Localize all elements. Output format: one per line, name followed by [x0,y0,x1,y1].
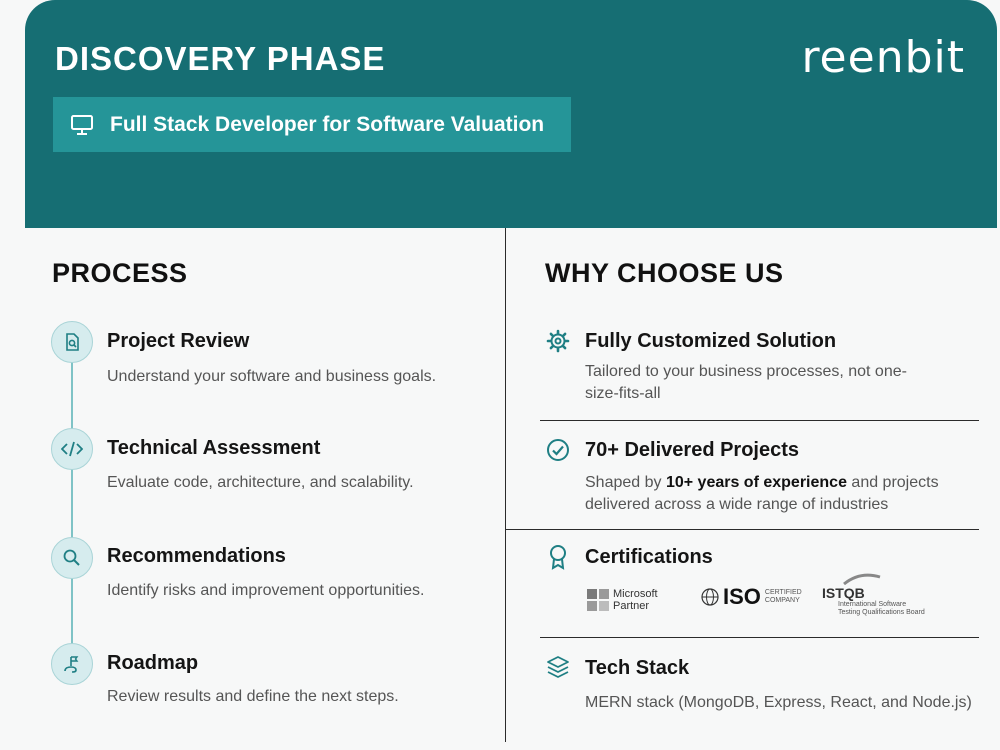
subtitle-text: Full Stack Developer for Software Valuat… [110,112,545,136]
why-title-tech-stack: Tech Stack [585,657,690,679]
step-title-recommendations: Recommendations [107,545,286,567]
gear-icon [545,328,571,354]
magnifier-icon [51,537,93,579]
why-title: WHY CHOOSE US [545,258,784,288]
page-title: DISCOVERY PHASE [55,40,386,77]
step-desc-recommendations: Identify risks and improvement opportuni… [107,582,425,599]
divider-3 [540,637,979,638]
divider-1 [540,420,979,421]
why-desc-tech-stack: MERN stack (MongoDB, Express, React, and… [585,694,972,711]
check-circle-icon [545,437,571,463]
step-desc-technical-assessment: Evaluate code, architecture, and scalabi… [107,474,414,491]
why-title-projects: 70+ Delivered Projects [585,439,800,461]
code-icon [51,428,93,470]
step-title-project-review: Project Review [107,330,250,352]
monitor-icon [71,114,93,135]
step-title-roadmap: Roadmap [107,652,199,674]
microsoft-squares-icon [587,589,609,611]
why-title-certifications: Certifications [585,546,713,568]
step-title-technical-assessment: Technical Assessment [107,437,321,459]
column-divider [505,228,506,742]
timeline-line [71,352,73,662]
award-icon [545,544,571,570]
step-desc-roadmap: Review results and define the next steps… [107,688,399,705]
layers-icon [545,654,571,680]
document-search-icon [51,321,93,363]
divider-2 [505,529,979,530]
why-title-customized: Fully Customized Solution [585,330,837,352]
why-desc-customized: Tailored to your business processes, not… [585,363,907,402]
brand-logo: reenbit [801,32,965,83]
step-desc-project-review: Understand your software and business go… [107,368,437,385]
header-banner: DISCOVERY PHASE reenbit Full Stack Devel… [25,0,997,228]
swoosh-icon [843,573,881,585]
subtitle-box: Full Stack Developer for Software Valuat… [53,97,571,152]
why-desc-projects: Shaped by 10+ years of experience and pr… [585,474,939,513]
globe-icon [701,588,719,606]
roadmap-flag-icon [51,643,93,685]
process-title: PROCESS [52,258,188,288]
